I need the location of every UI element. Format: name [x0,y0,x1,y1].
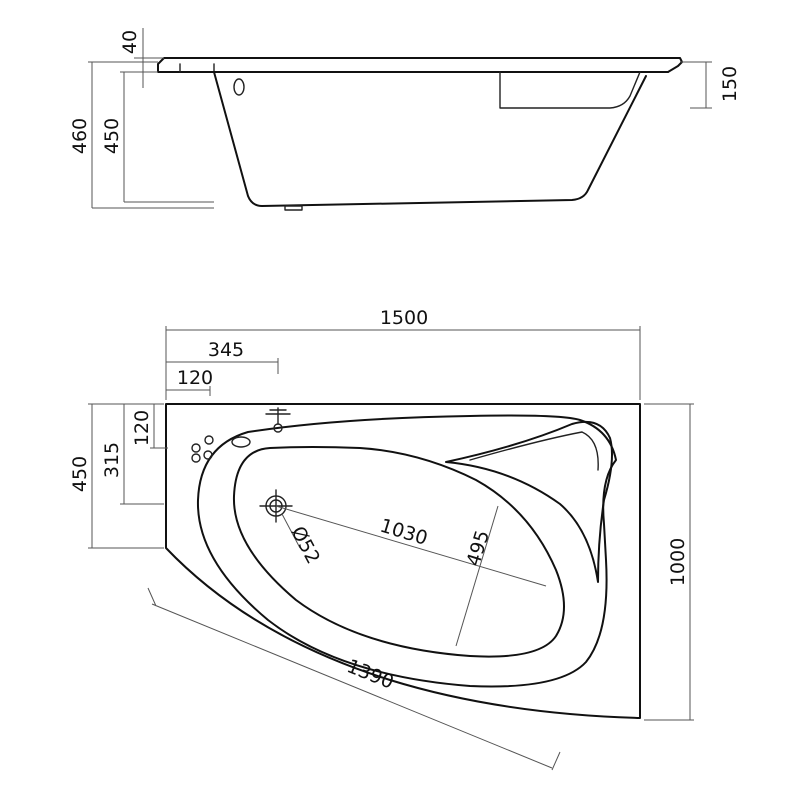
dim-1030-line [275,505,547,587]
overflow-icon [231,436,251,448]
dim-1030-label: 1030 [377,515,430,550]
dim-495-label: 495 [462,528,494,569]
top-view-basin [232,446,565,658]
dim-150-line [680,61,712,109]
dim-460-line [88,61,158,208]
jet-icon-1 [191,443,201,453]
top-view: 1500 345 120 450 315 120 1030 495 Ø52 10… [69,307,694,771]
dim-315-label: 315 [101,442,123,478]
dim-1000-label: 1000 [667,538,689,586]
top-view-inner-rim [196,414,617,688]
dim-450v-line [88,403,164,549]
dim-1000-line [644,403,694,721]
top-view-outer-contour [165,403,641,719]
tap-fitting [265,407,291,433]
dim-460-label: 460 [69,118,91,154]
dim-450v-label: 450 [69,456,91,492]
side-view-rim-left-lip [179,63,215,73]
dim-120v-line [150,404,168,449]
side-view: 460 450 40 150 [69,28,741,211]
dim-40-label: 40 [119,30,141,54]
side-view-overflow-hole [233,78,245,96]
top-view-headrest-inner [469,431,599,471]
dim-120v-label: 120 [131,410,153,446]
dim-1390-line [147,587,561,771]
dim-345-label: 345 [208,339,244,361]
side-view-floor-line [92,201,214,209]
dim-1390-label: 1390 [344,655,397,694]
dim-450-line [120,71,158,202]
dim-495-line [455,505,499,647]
dim-1500-line [165,326,641,400]
side-view-foot [284,205,303,211]
dim-450-label: 450 [101,118,123,154]
side-view-body [213,71,669,207]
jet-icon-3 [203,450,213,460]
top-view-headrest [445,420,613,583]
dim-drain-label: Ø52 [286,523,324,568]
dim-120h-line [166,386,211,396]
dim-315-line [120,404,164,505]
dim-345-line [166,358,279,374]
jet-icon-2 [191,453,201,463]
dim-40-line [134,28,164,88]
side-view-rim [157,57,683,73]
dim-150-label: 150 [719,66,741,102]
dim-drain-leader [281,513,301,549]
dim-120h-label: 120 [177,367,213,389]
dim-1500-label: 1500 [380,307,428,329]
control-knob-icon [204,435,214,445]
side-view-backrest [499,71,641,109]
